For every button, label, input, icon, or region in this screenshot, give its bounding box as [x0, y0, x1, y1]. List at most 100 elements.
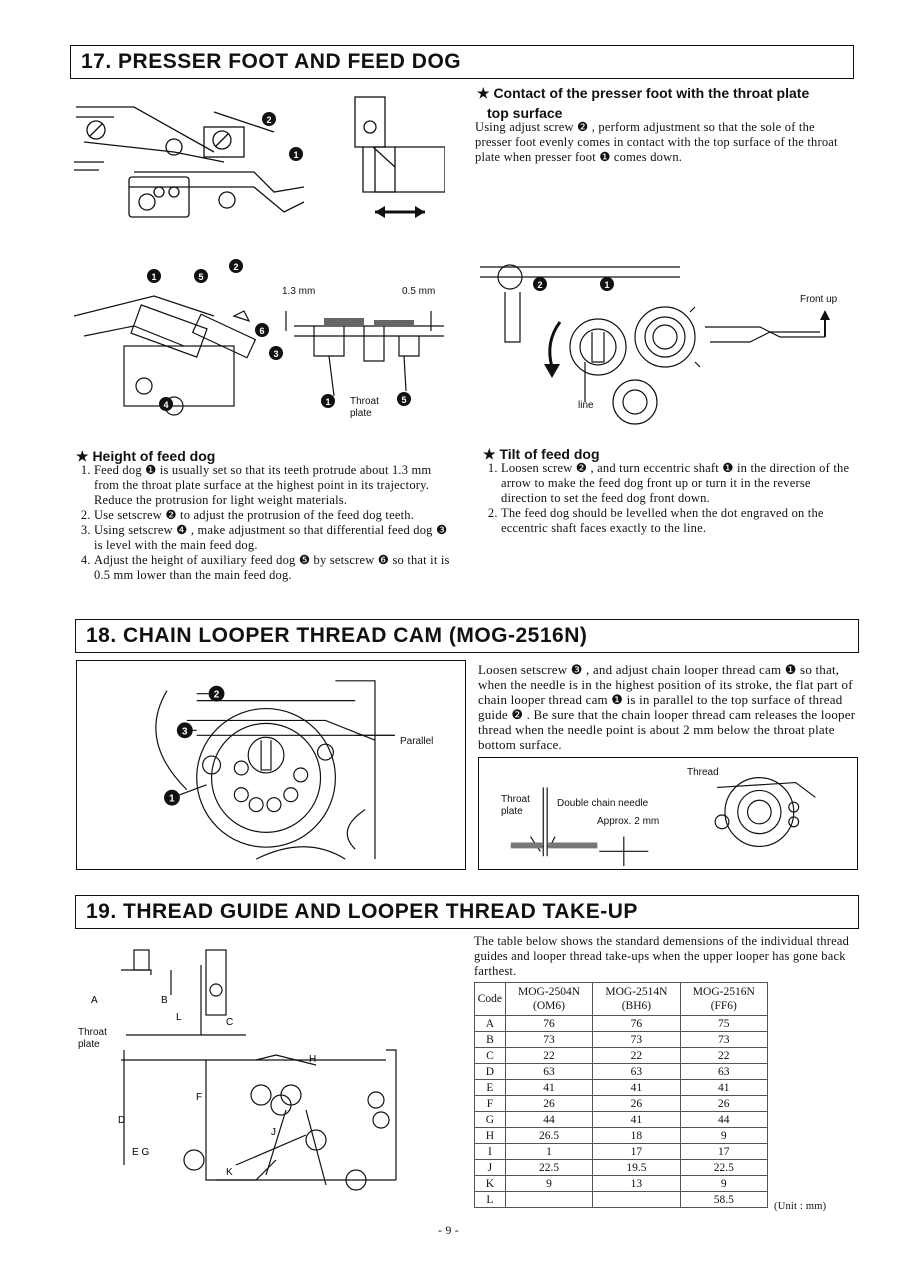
dimensions-table: Code MOG-2504N (OM6) MOG-2514N (BH6) MOG…	[474, 982, 769, 1208]
table-cell-value: 73	[504, 1031, 594, 1048]
tilt-heading: ★ Tilt of feed dog	[483, 446, 600, 462]
feed-dog-tilt-drawing: 2 1	[480, 264, 830, 425]
table-cell-value: 63	[504, 1063, 594, 1080]
table-cell-value: 13	[592, 1175, 681, 1192]
svg-text:5: 5	[401, 395, 406, 405]
svg-text:F: F	[196, 1092, 202, 1103]
page-number: - 9 -	[438, 1223, 459, 1237]
label-front-up: Front up	[800, 294, 838, 305]
table-cell-value: 22.5	[679, 1159, 769, 1176]
tilt-step-1: Loosen screw ❷ , and turn eccentric shaf…	[501, 461, 858, 506]
header-mog-2514n: MOG-2514N (BH6)	[592, 982, 681, 1016]
table-cell-code: F	[474, 1095, 506, 1112]
tilt-steps: Loosen screw ❷ , and turn eccentric shaf…	[483, 461, 858, 536]
table-cell-code: D	[474, 1063, 506, 1080]
svg-text:4: 4	[163, 400, 168, 410]
table-cell-value	[592, 1191, 681, 1208]
label-double-chain-needle: Double chain needle	[557, 798, 649, 809]
feed-dog-height-drawing: 1 5 2 6 3 4 1 5	[74, 259, 444, 416]
table-cell-value: 41	[504, 1079, 594, 1096]
svg-text:1: 1	[604, 280, 609, 290]
label-0-5mm: 0.5 mm	[402, 286, 436, 297]
chain-looper-cam-drawing: 2 3 1	[155, 680, 395, 860]
label-thread: Thread	[687, 767, 719, 778]
table-cell-value: 41	[592, 1111, 681, 1128]
header-mog-2504n: MOG-2504N (OM6)	[504, 982, 594, 1016]
table-cell-value: 75	[679, 1015, 769, 1032]
presser-foot-drawing: 2 1	[74, 106, 304, 218]
table-cell-code: K	[474, 1175, 506, 1192]
svg-text:A: A	[91, 995, 98, 1006]
svg-text:K: K	[226, 1167, 233, 1178]
table-cell-code: B	[474, 1031, 506, 1048]
table-unit-note: (Unit : mm)	[774, 1201, 827, 1212]
svg-text:3: 3	[182, 726, 188, 737]
contact-text: Using adjust screw ❷ , perform adjustmen…	[475, 120, 838, 164]
figure-needle-position: Thread Throat plate Double chain needle …	[478, 757, 858, 870]
label-1-3mm: 1.3 mm	[282, 286, 316, 297]
table-cell-value: 76	[504, 1015, 594, 1032]
section-19-text: The table below shows the standard demen…	[474, 934, 850, 978]
table-cell-value: 1	[504, 1143, 594, 1160]
figure-feed-dog-height: 1 5 2 6 3 4 1 5 1.3 mm 0.5 mm Throat pla…	[74, 256, 454, 431]
table-cell-value: 44	[504, 1111, 594, 1128]
table-cell-value: 22	[504, 1047, 594, 1064]
tilt-step-2: The feed dog should be levelled when the…	[501, 506, 858, 536]
figure-thread-guide: A B L C H D F E G J K Throat plate	[76, 935, 461, 1210]
table-cell-code: E	[474, 1079, 506, 1096]
presser-foot-front-drawing	[354, 96, 445, 218]
contact-heading-line2: top surface	[487, 105, 563, 121]
svg-text:L: L	[176, 1012, 182, 1023]
table-cell-value: 73	[592, 1031, 681, 1048]
figure-feed-dog-tilt: 2 1 Front up line	[480, 252, 860, 432]
table-cell-value: 17	[592, 1143, 681, 1160]
label-throat-plate-19: Throat plate	[78, 1027, 107, 1050]
table-cell-value: 22.5	[504, 1159, 594, 1176]
svg-text:1: 1	[293, 150, 298, 160]
table-cell-value: 18	[592, 1127, 681, 1144]
svg-text:2: 2	[214, 690, 220, 701]
svg-text:2: 2	[266, 115, 271, 125]
table-cell-value: 26	[592, 1095, 681, 1112]
table-header-row: Code MOG-2504N (OM6) MOG-2514N (BH6) MOG…	[474, 982, 769, 1016]
svg-text:2: 2	[537, 280, 542, 290]
table-cell-value: 41	[592, 1079, 681, 1096]
table-cell-value: 63	[679, 1063, 769, 1080]
svg-text:1: 1	[325, 397, 330, 407]
section-18-title: 18. CHAIN LOOPER THREAD CAM (MOG-2516N)	[75, 619, 859, 653]
label-line: line	[578, 400, 594, 411]
table-cell-code: I	[474, 1143, 506, 1160]
section-17-title: 17. PRESSER FOOT AND FEED DOG	[70, 45, 854, 79]
height-steps: Feed dog ❶ is usually set so that its te…	[76, 463, 454, 583]
table-cell-value: 73	[679, 1031, 769, 1048]
table-cell-value: 22	[679, 1047, 769, 1064]
figure-chain-looper-cam: 2 3 1 Parallel	[76, 660, 466, 870]
height-step-3: Using setscrew ❹ , make adjustment so th…	[94, 523, 454, 553]
table-cell-value: 44	[679, 1111, 769, 1128]
svg-text:1: 1	[151, 272, 156, 282]
header-mog-2516n: MOG-2516N (FF6)	[679, 982, 769, 1016]
table-cell-code: J	[474, 1159, 506, 1176]
height-step-1: Feed dog ❶ is usually set so that its te…	[94, 463, 454, 508]
table-cell-code: A	[474, 1015, 506, 1032]
svg-text:E G: E G	[132, 1147, 149, 1158]
table-cell-value: 17	[679, 1143, 769, 1160]
table-cell-value: 19.5	[592, 1159, 681, 1176]
label-parallel: Parallel	[400, 736, 434, 747]
table-cell-value: 9	[504, 1175, 594, 1192]
svg-text:5: 5	[198, 272, 203, 282]
section-18-text: Loosen setscrew ❸ , and adjust chain loo…	[478, 662, 856, 752]
svg-text:J: J	[271, 1127, 276, 1138]
table-cell-value: 26.5	[504, 1127, 594, 1144]
svg-text:3: 3	[273, 349, 278, 359]
label-approx-2mm: Approx. 2 mm	[597, 816, 660, 827]
